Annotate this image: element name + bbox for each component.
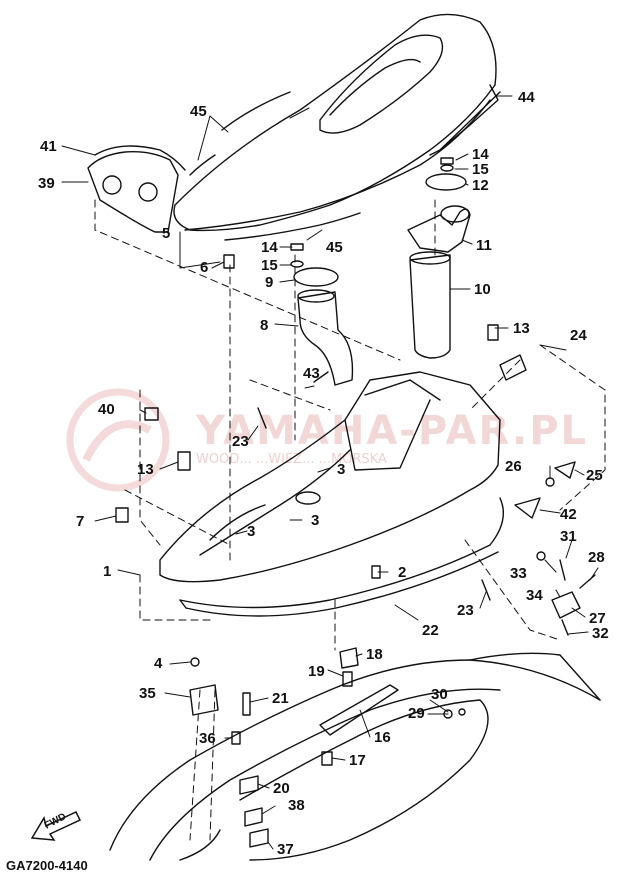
part-label-13a: 13 <box>513 320 530 337</box>
part-label-14b: 14 <box>261 239 278 256</box>
clip-37 <box>249 828 269 848</box>
part-label-41: 41 <box>40 138 57 155</box>
strip-45a <box>221 91 291 131</box>
pipe-10 <box>409 251 451 359</box>
part-label-14a: 14 <box>472 146 489 163</box>
engine-hatch-1 <box>159 371 501 583</box>
part-label-21: 21 <box>272 690 289 707</box>
bracket-18 <box>339 647 359 669</box>
part-label-25: 25 <box>586 467 603 484</box>
part-label-43: 43 <box>303 365 320 382</box>
plate-25 <box>554 461 576 479</box>
part-label-44: 44 <box>518 89 535 106</box>
bracket-35 <box>189 684 219 716</box>
bolt-28 <box>579 574 596 589</box>
part-label-3a: 3 <box>247 523 256 540</box>
part-label-12: 12 <box>472 177 489 194</box>
strip-45c <box>224 212 361 241</box>
nut-33 <box>536 551 546 561</box>
gasket-41 <box>94 145 186 171</box>
part-label-16: 16 <box>374 729 391 746</box>
part-label-3c: 3 <box>311 512 320 529</box>
part-label-39: 39 <box>38 175 55 192</box>
part-label-35: 35 <box>139 685 156 702</box>
part-label-26: 26 <box>505 458 522 475</box>
part-label-32: 32 <box>592 625 609 642</box>
part-label-38: 38 <box>288 797 305 814</box>
fasteners <box>115 254 499 766</box>
part-label-33: 33 <box>510 565 527 582</box>
washer-15b <box>290 260 304 268</box>
watermark-subtext: WOOD... ...WIEZ... ...MORSKA <box>196 452 387 467</box>
part-label-8: 8 <box>260 317 269 334</box>
latch-27 <box>551 591 581 619</box>
part-label-4: 4 <box>154 655 163 672</box>
nut-14 <box>440 157 454 165</box>
part-label-13b: 13 <box>137 461 154 478</box>
part-label-3b: 3 <box>337 461 346 478</box>
part-label-11: 11 <box>476 237 492 254</box>
part-label-36: 36 <box>199 730 216 747</box>
part-label-18: 18 <box>366 646 383 663</box>
leader-lines <box>61 95 599 850</box>
part-label-42: 42 <box>560 506 577 523</box>
plate-38 <box>244 807 263 827</box>
hood-cover <box>173 13 501 232</box>
part-label-20: 20 <box>273 780 290 797</box>
part-label-2: 2 <box>398 564 407 581</box>
part-label-17: 17 <box>349 752 366 769</box>
elbow-11 <box>407 205 471 253</box>
part-label-28: 28 <box>588 549 605 566</box>
part-label-31: 31 <box>560 528 577 545</box>
part-label-37: 37 <box>277 841 294 858</box>
part-label-7: 7 <box>76 513 85 530</box>
pin-31 <box>559 559 566 581</box>
part-label-45b: 45 <box>326 239 343 256</box>
part-label-1: 1 <box>103 563 112 580</box>
nut-14b <box>290 243 304 251</box>
gasket-9 <box>293 267 339 287</box>
diagram-code: GA7200-4140 <box>6 858 88 873</box>
part-label-29: 29 <box>408 705 425 722</box>
lower-hull <box>109 652 601 861</box>
pad-42 <box>514 497 541 519</box>
nut-26 <box>545 477 555 487</box>
pipe-8 <box>297 289 354 386</box>
part-label-15b: 15 <box>261 257 278 274</box>
bolt-32 <box>561 619 569 636</box>
fwd-arrow-icon <box>30 811 82 841</box>
gasket-12 <box>425 173 467 191</box>
part-label-19: 19 <box>308 663 325 680</box>
part-label-10: 10 <box>474 281 491 298</box>
part-label-45a: 45 <box>190 103 207 120</box>
hook-24 <box>499 354 527 381</box>
part-label-22: 22 <box>422 622 439 639</box>
part-label-34: 34 <box>526 587 543 604</box>
part-label-5: 5 <box>162 225 171 242</box>
part-label-9: 9 <box>265 274 274 291</box>
strap-16 <box>319 684 399 736</box>
part-label-27: 27 <box>589 610 606 627</box>
part-label-15a: 15 <box>472 161 489 178</box>
part-label-40: 40 <box>98 401 115 418</box>
part-label-30: 30 <box>431 686 448 703</box>
part-label-24: 24 <box>570 327 587 344</box>
bracket-20 <box>239 775 259 795</box>
strip-45b <box>189 154 216 176</box>
washer-15 <box>440 164 454 172</box>
part-label-23b: 23 <box>457 602 474 619</box>
bracket-plate-39 <box>87 150 179 233</box>
seal-rim-22 <box>179 497 504 617</box>
part-label-23a: 23 <box>232 433 249 450</box>
assembly-lines <box>94 199 606 841</box>
part-label-6: 6 <box>200 259 209 276</box>
